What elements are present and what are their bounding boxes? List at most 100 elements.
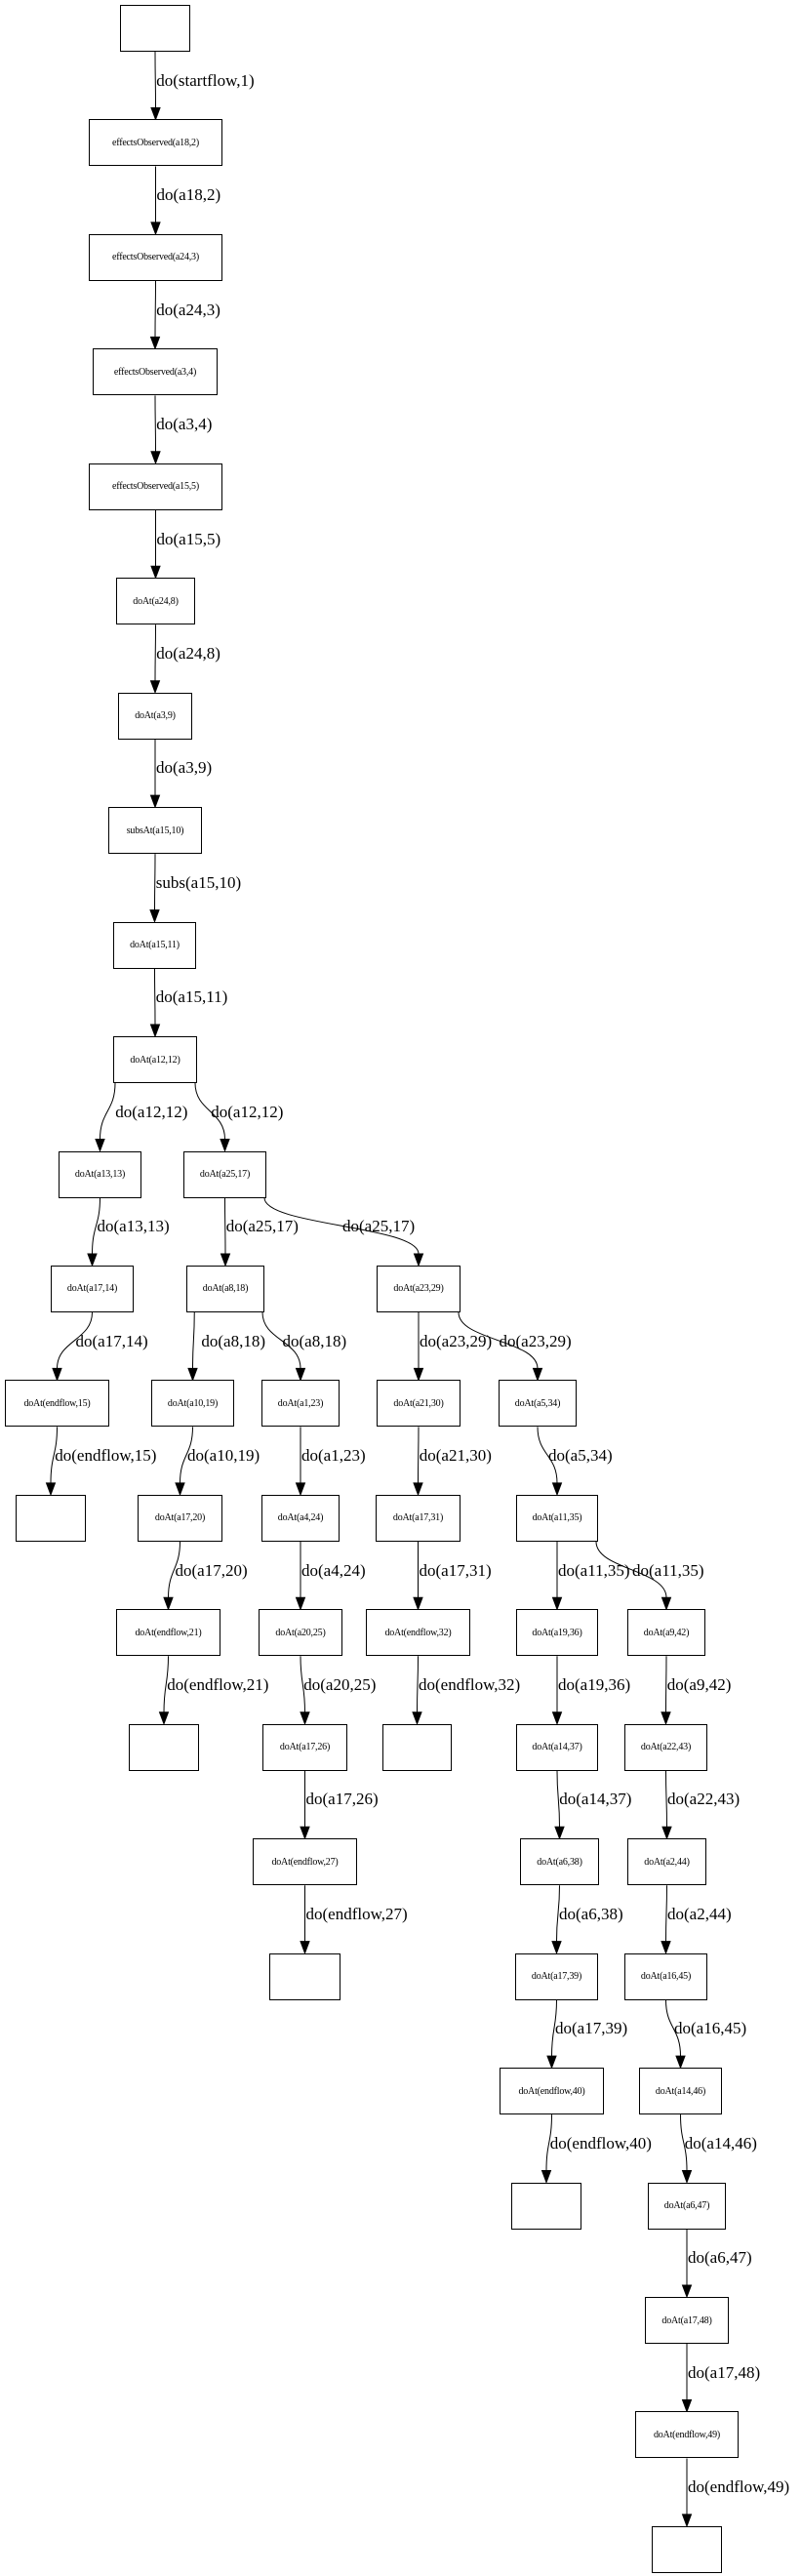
arrowhead-icon xyxy=(412,1711,422,1726)
arrowhead-icon xyxy=(661,1711,671,1726)
edge-label: do(endflow,49) xyxy=(688,2477,790,2497)
arrowhead-icon xyxy=(675,2055,686,2070)
arrowhead-icon xyxy=(546,2055,557,2070)
edge-line xyxy=(168,1541,180,1598)
edge-line xyxy=(665,1885,667,1942)
edge-label: do(a24,3) xyxy=(156,300,220,319)
edge-label: do(endflow,27) xyxy=(305,1904,408,1923)
graph-node-empty xyxy=(120,5,190,52)
edge-line xyxy=(154,51,156,108)
arrowhead-icon xyxy=(681,2170,693,2184)
edge-label: do(endflow,21) xyxy=(167,1675,269,1695)
edge-label: do(a11,35) xyxy=(632,1560,704,1580)
edge-label: do(a10,19) xyxy=(187,1446,260,1466)
edge-label: do(a14,46) xyxy=(684,2133,757,2153)
edge-label: do(a11,35) xyxy=(558,1560,630,1580)
graph-node: doAt(a12,12) xyxy=(113,1036,197,1084)
graph-node: doAt(endflow,40) xyxy=(500,2068,604,2115)
graph-node-empty xyxy=(382,1723,452,1771)
arrowhead-icon xyxy=(149,680,161,695)
arrowhead-icon xyxy=(681,2514,693,2528)
edge-line xyxy=(665,1656,667,1712)
graph-node: doAt(a14,46) xyxy=(639,2068,722,2115)
edge-label: do(a23,29) xyxy=(499,1331,572,1350)
arrowhead-icon xyxy=(551,1711,563,1726)
edge-line xyxy=(100,1083,116,1140)
graph-node: doAt(a15,11) xyxy=(113,921,196,969)
graph-node: effectsObserved(a3,4) xyxy=(93,348,218,396)
edge-line xyxy=(154,854,156,910)
edge-label: do(a18,2) xyxy=(156,185,221,205)
graph-node: doAt(a19,36) xyxy=(516,1609,598,1657)
graph-node: doAt(a17,20) xyxy=(138,1494,222,1542)
edge-label: do(startflow,1) xyxy=(156,70,255,90)
arrowhead-icon xyxy=(661,1826,672,1840)
arrowhead-icon xyxy=(150,451,161,465)
arrowhead-icon xyxy=(295,1367,306,1382)
arrowhead-icon xyxy=(681,2398,693,2413)
edge-label: do(a8,18) xyxy=(282,1331,347,1350)
arrowhead-icon xyxy=(681,2284,693,2299)
graph-node: effectsObserved(a15,5) xyxy=(89,463,222,510)
graph-node: effectsObserved(a18,2) xyxy=(89,119,222,167)
graph-node: doAt(a13,13) xyxy=(59,1150,141,1198)
arrowhead-icon xyxy=(149,336,161,350)
graph-node: doAt(a3,9) xyxy=(118,692,192,740)
graph-node: doAt(a17,39) xyxy=(515,1952,598,2000)
edge-label: do(a22,43) xyxy=(667,1790,741,1809)
arrowhead-icon xyxy=(551,1596,563,1611)
arrowhead-icon xyxy=(45,1482,57,1497)
arrowhead-icon xyxy=(413,1367,424,1382)
arrowhead-icon xyxy=(220,1139,230,1152)
graph-node: doAt(endflow,49) xyxy=(635,2411,739,2459)
edge-label: do(a25,17) xyxy=(225,1217,299,1236)
arrowhead-icon xyxy=(95,1139,105,1152)
edge-label: do(a9,42) xyxy=(666,1675,732,1695)
edge-label: do(a2,44) xyxy=(667,1904,732,1923)
graph-node-empty xyxy=(269,1952,340,2000)
graph-node-empty xyxy=(129,1723,199,1771)
edge-label: do(a15,11) xyxy=(155,987,228,1007)
arrowhead-icon xyxy=(175,1482,185,1497)
edge-line xyxy=(263,1197,420,1255)
arrowhead-icon xyxy=(149,909,160,924)
graph-node: effectsObserved(a24,3) xyxy=(89,233,222,281)
graph-node-empty xyxy=(511,2182,581,2230)
graph-node: doAt(a10,19) xyxy=(151,1380,234,1428)
edge-line xyxy=(545,2114,552,2171)
edge-label: do(a6,47) xyxy=(688,2248,752,2268)
edge-line xyxy=(458,1311,539,1369)
arrowhead-icon xyxy=(661,1941,671,1955)
graph-node: doAt(a17,48) xyxy=(645,2297,729,2344)
graph-node: doAt(endflow,21) xyxy=(116,1609,220,1657)
graph-node: doAt(endflow,32) xyxy=(366,1609,470,1657)
graph-node: subsAt(a15,10) xyxy=(108,807,202,855)
arrowhead-icon xyxy=(413,1482,423,1497)
edge-label: do(a12,12) xyxy=(211,1102,284,1121)
edge-line xyxy=(154,395,156,452)
graph-node: doAt(a16,45) xyxy=(624,1952,707,2000)
edge-label: do(a5,34) xyxy=(548,1446,613,1466)
edge-label: do(a17,39) xyxy=(555,2019,628,2038)
edge-label: do(a17,26) xyxy=(305,1790,379,1809)
arrowhead-icon xyxy=(295,1596,306,1611)
edge-line xyxy=(180,1427,193,1483)
graph-node-empty xyxy=(652,2525,722,2573)
edge-line xyxy=(194,1083,225,1140)
arrowhead-icon xyxy=(87,1253,98,1268)
edge-label: do(a17,31) xyxy=(419,1560,492,1580)
graph-node-empty xyxy=(16,1494,86,1542)
graph-node: doAt(a23,29) xyxy=(377,1265,461,1312)
arrowhead-icon xyxy=(149,794,161,809)
graph-node: doAt(a24,8) xyxy=(116,578,195,625)
edge-line xyxy=(556,1770,560,1828)
edge-line xyxy=(154,280,156,338)
arrowhead-icon xyxy=(532,1367,543,1382)
graph-node: doAt(a22,43) xyxy=(624,1723,707,1771)
graph-node: doAt(a20,25) xyxy=(259,1609,342,1657)
edge-label: do(a17,14) xyxy=(75,1331,148,1350)
edge-label: do(a24,8) xyxy=(156,643,220,663)
graph-node: doAt(a2,44) xyxy=(627,1838,706,1886)
arrowhead-icon xyxy=(413,1596,423,1611)
